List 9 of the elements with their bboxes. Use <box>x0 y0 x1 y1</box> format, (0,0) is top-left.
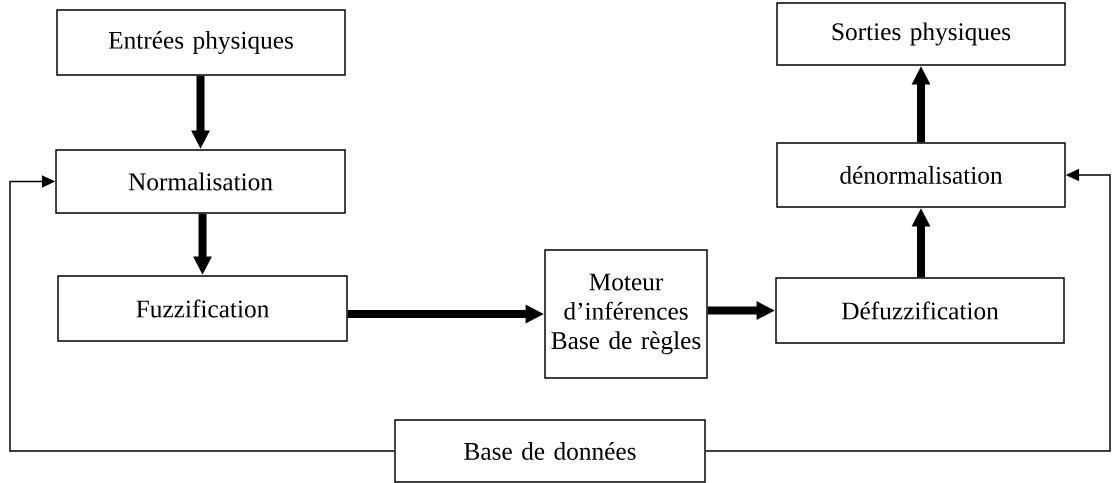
process-box: Normalisation <box>55 149 346 214</box>
arrow <box>9 175 395 452</box>
process-box: Base de données <box>394 419 706 483</box>
process-box: Moteur d’inférences Base de règles <box>544 249 708 379</box>
process-box: Entrées physiques <box>56 9 346 76</box>
process-box: Défuzzification <box>775 277 1065 344</box>
process-box: Fuzzification <box>57 275 348 342</box>
process-box: Sorties physiques <box>776 2 1066 66</box>
process-box: dénormalisation <box>776 142 1066 208</box>
